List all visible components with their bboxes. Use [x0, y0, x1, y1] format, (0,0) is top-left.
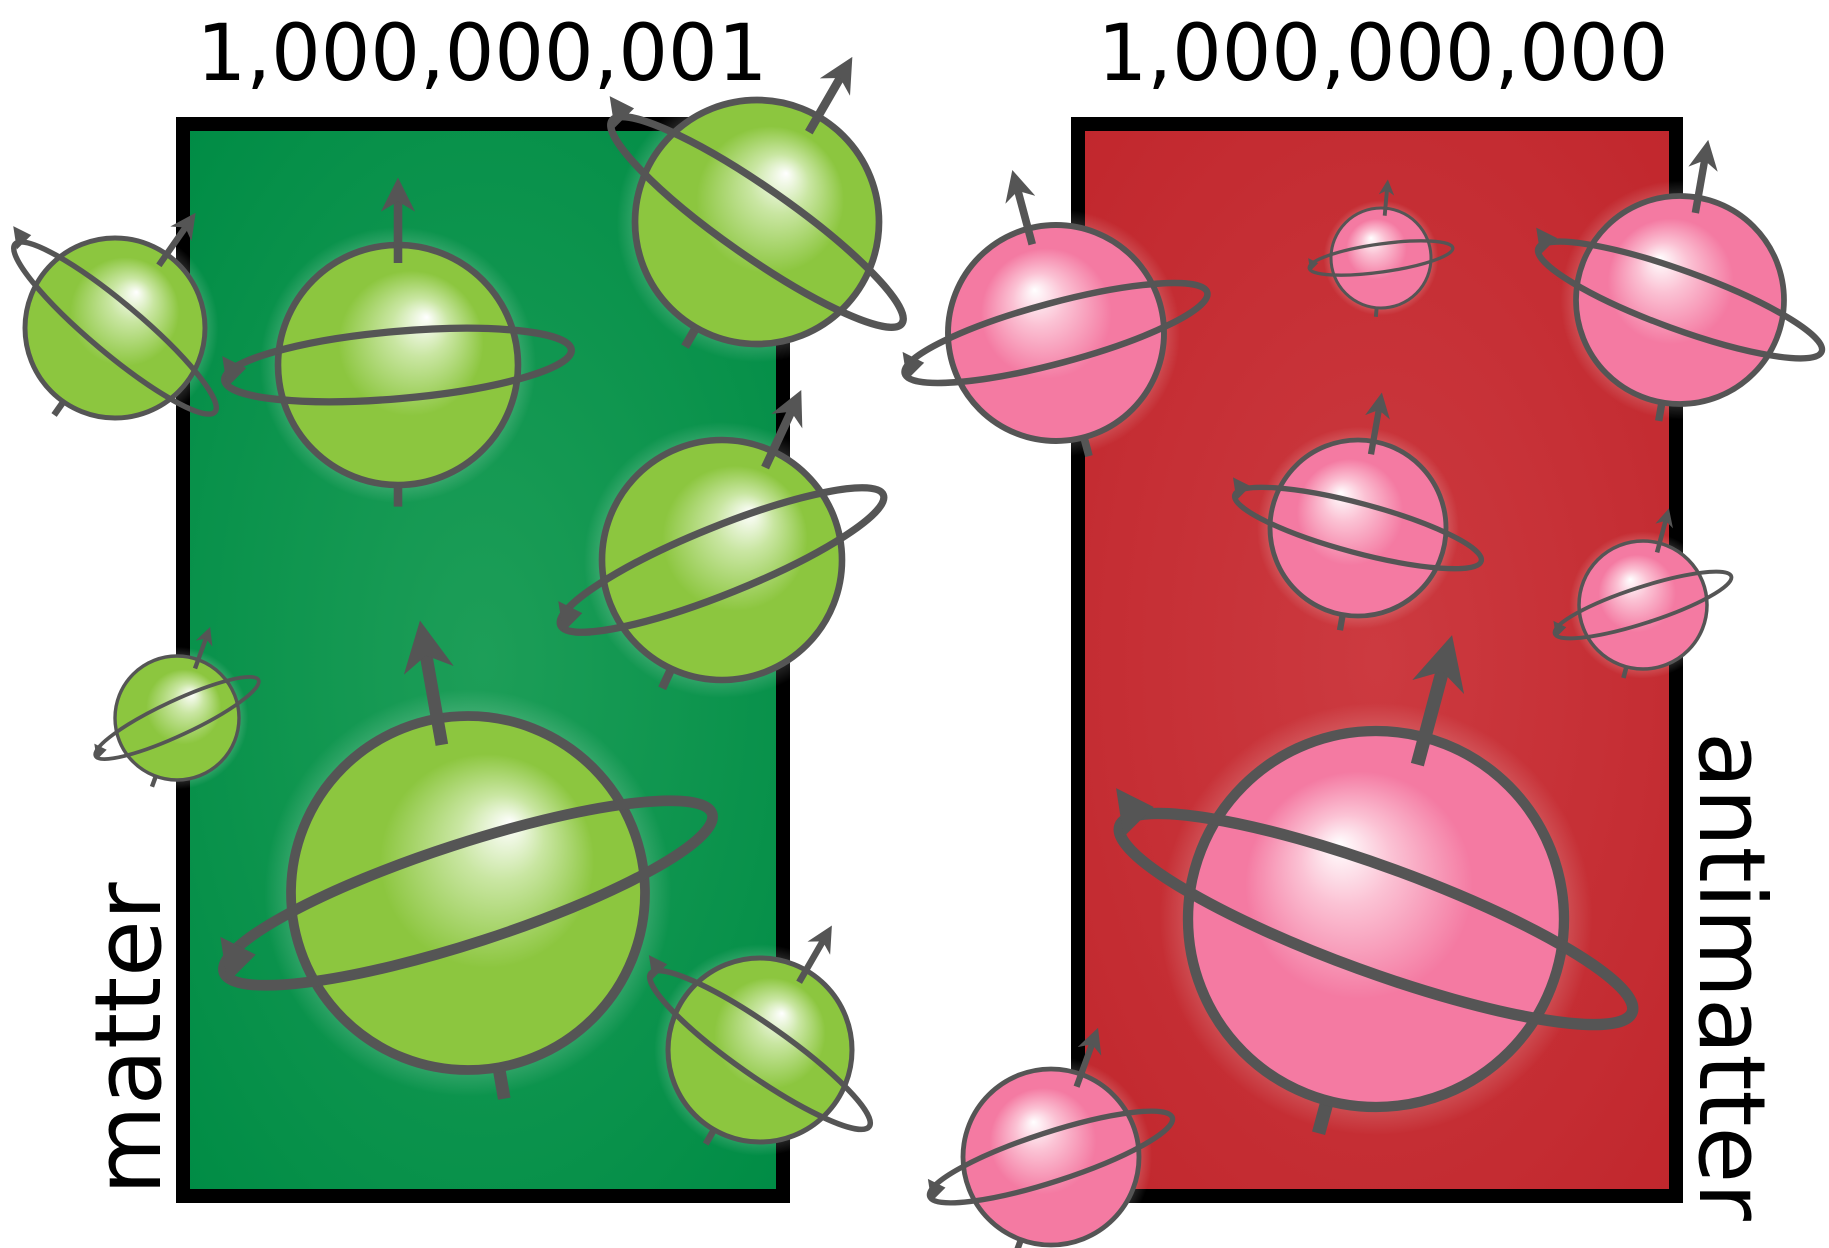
matter-spin-arrow: [156, 212, 196, 268]
matter-rotation-arrow: [648, 955, 668, 980]
antimatter-spin-arrow: [1410, 635, 1465, 767]
matter-rotation-arrow: [220, 936, 256, 983]
matter-particle-body: [274, 241, 522, 489]
matter-rotation-arrow: [609, 96, 635, 128]
antimatter-particle: [1534, 139, 1826, 422]
matter-orbit-ring: [607, 113, 907, 331]
antimatter-spin-arrow: [1365, 392, 1390, 455]
matter-rotation-arrow: [222, 356, 247, 388]
matter-particle: [607, 56, 907, 363]
matter-orbit-ring: [93, 675, 261, 761]
antimatter-spin-arrow: [1005, 169, 1036, 246]
antimatter-orbit-ring: [901, 279, 1211, 387]
antimatter-particle: [1231, 392, 1485, 631]
matter-particle-body: [113, 654, 241, 782]
antimatter-rotation-arrow: [1536, 227, 1558, 255]
matter-particle: [93, 626, 261, 790]
antimatter-rotation-arrow: [927, 1178, 946, 1202]
matter-orbit-ring: [218, 795, 718, 991]
antimatter-spin-arrow: [1688, 139, 1718, 214]
matter-spin-arrow: [805, 56, 853, 135]
antimatter-particle-body: [1267, 437, 1449, 619]
matter-orbit-ring: [11, 239, 219, 417]
antimatter-count: 1,000,000,000: [1098, 9, 1669, 99]
matter-rotation-arrow: [13, 226, 32, 250]
antimatter-spin-arrow: [1378, 179, 1395, 216]
matter-particle: [11, 212, 219, 432]
antimatter-particle-body: [1577, 539, 1709, 671]
antimatter-rotation-arrow: [1116, 788, 1154, 838]
antimatter-orbit-ring: [1552, 569, 1734, 641]
antimatter-spin-arrow: [1073, 1027, 1102, 1088]
antimatter-particle: [1113, 635, 1639, 1136]
antimatter-orbit-ring: [926, 1108, 1176, 1206]
antimatter-particle-body: [960, 1066, 1142, 1248]
matter-particle-body: [631, 96, 883, 348]
antimatter-particle-body: [1329, 206, 1433, 310]
matter-orbit-ring: [221, 324, 575, 406]
matter-spin-arrow: [761, 390, 803, 470]
matter-spin-arrow: [192, 626, 213, 670]
antimatter-particle-body: [945, 222, 1167, 444]
particles-layer: [11, 56, 1826, 1248]
matter-label: matter: [75, 882, 182, 1195]
antimatter-orbit-ring: [1231, 484, 1485, 572]
antimatter-particle-body: [1182, 725, 1570, 1113]
matter-orbit-ring: [646, 967, 874, 1133]
antimatter-particle-body: [1573, 193, 1787, 407]
matter-particle: [646, 925, 874, 1156]
antimatter-label: antimatter: [1678, 732, 1785, 1221]
antimatter-rotation-arrow: [1553, 620, 1567, 638]
matter-particle: [218, 620, 718, 1100]
matter-count: 1,000,000,001: [197, 9, 768, 99]
matter-particle-body: [22, 235, 208, 421]
antimatter-spin-arrow: [1654, 508, 1673, 554]
antimatter-particle: [1552, 508, 1734, 679]
antimatter-particle: [926, 1027, 1176, 1248]
antimatter-rotation-arrow: [902, 351, 925, 381]
matter-particle: [556, 390, 888, 698]
matter-spin-arrow: [403, 620, 454, 746]
matter-spin-arrow: [796, 925, 832, 984]
antimatter-particle: [901, 169, 1211, 458]
matter-rotation-arrow: [558, 601, 583, 633]
matter-particle-body: [665, 955, 855, 1145]
antimatter-orbit-ring: [1113, 807, 1639, 1031]
matter-particle: [221, 177, 575, 507]
matter-particle-body: [286, 711, 650, 1075]
antimatter-particle: [1307, 179, 1455, 317]
matter-orbit-ring: [556, 484, 888, 636]
antimatter-orbit-ring: [1534, 238, 1826, 362]
antimatter-rotation-arrow: [1232, 477, 1251, 501]
antimatter-orbit-ring: [1307, 239, 1455, 277]
matter-rotation-arrow: [94, 743, 107, 760]
antimatter-rotation-arrow: [1308, 258, 1319, 272]
